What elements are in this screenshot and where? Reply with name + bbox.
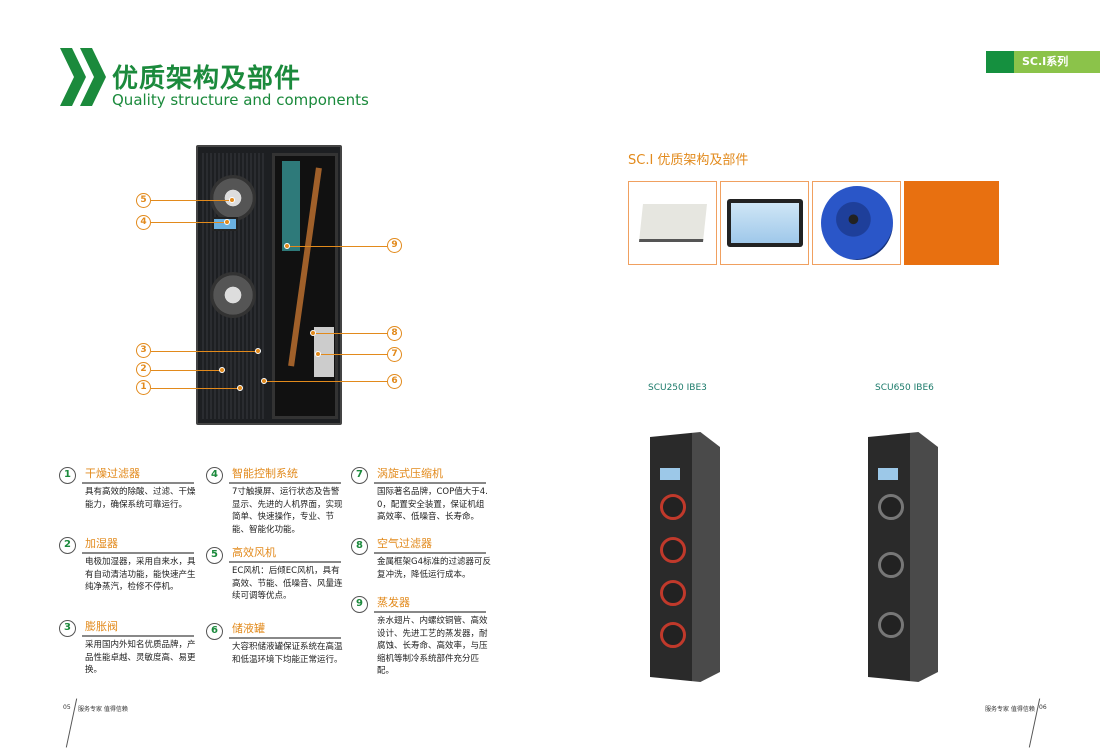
feature-desc: 7寸触摸屏、运行状态及告警显示、先进的人机界面，实现简单、快速操作，专业、节能、…	[232, 487, 343, 535]
feature-title: 干燥过滤器	[85, 467, 140, 480]
feature-desc: 电极加湿器，采用自来水，具有自动清洁功能，能快速产生纯净蒸汽，检修不停机。	[85, 557, 196, 592]
callout-2: 2	[136, 362, 151, 377]
feature-number: 4	[206, 467, 223, 484]
feature-title: 加湿器	[85, 537, 118, 550]
feature-desc: 具有高效的除酸、过滤、干燥能力，确保系统可靠运行。	[85, 487, 196, 510]
feature-desc: 采用国内外知名优质品牌，产品性能卓越、灵敏度高、易更换。	[85, 640, 196, 675]
chevron-logo-icon	[60, 48, 106, 106]
callout-7: 7	[387, 347, 402, 362]
product-label: SCU250 IBE3	[648, 383, 707, 393]
product-label: SCU650 IBE6	[875, 383, 934, 393]
feature-desc: 国际著名品牌，COP值大于4.0，配置安全装置，保证机组高效率、低噪音、长寿命。	[377, 487, 488, 522]
feature-number: 1	[59, 467, 76, 484]
product-image-scu250	[650, 432, 720, 682]
page-number-right: 06	[1039, 704, 1047, 711]
callout-9: 9	[387, 238, 402, 253]
controller-box-image	[628, 181, 717, 265]
feature-title: 涡旋式压缩机	[377, 467, 443, 480]
section-title: SC.I 优质架构及部件	[628, 153, 749, 168]
product-image-scu650	[868, 432, 938, 682]
feature-title: 蒸发器	[377, 596, 410, 609]
feature-title: 智能控制系统	[232, 467, 298, 480]
feature-number: 3	[59, 620, 76, 637]
page-subtitle: Quality structure and components	[112, 91, 369, 109]
cabinet-cutaway-image	[196, 145, 342, 425]
feature-title: 膨胀阀	[85, 620, 118, 633]
callout-4: 4	[136, 215, 151, 230]
feature-number: 9	[351, 596, 368, 613]
page-number-left: 05	[63, 704, 71, 711]
feature-number: 8	[351, 538, 368, 555]
orange-block	[904, 181, 999, 265]
feature-desc: EC风机：后倾EC风机，具有高效、节能、低噪音、风量连续可调等优点。	[232, 566, 343, 601]
series-badge-label: SC.I系列	[1022, 55, 1069, 68]
ec-fan-image	[812, 181, 901, 265]
callout-8: 8	[387, 326, 402, 341]
feature-desc: 金属框架G4标准的过滤器可反复冲洗，降低运行成本。	[377, 557, 491, 580]
callout-1: 1	[136, 380, 151, 395]
feature-title: 高效风机	[232, 546, 276, 559]
feature-title: 储液罐	[232, 622, 265, 635]
page-title: 优质架构及部件	[112, 64, 302, 94]
feature-number: 5	[206, 547, 223, 564]
footer-slogan-left: 服务专家 值得信赖	[78, 706, 128, 713]
callout-6: 6	[387, 374, 402, 389]
feature-number: 6	[206, 623, 223, 640]
callout-3: 3	[136, 343, 151, 358]
feature-number: 2	[59, 537, 76, 554]
feature-number: 7	[351, 467, 368, 484]
footer-slogan-right: 服务专家 值得信赖	[985, 706, 1035, 713]
feature-desc: 亲水翅片、内螺纹铜管、高效设计、先进工艺的蒸发器，耐腐蚀、长寿命、高效率，与压缩…	[377, 616, 488, 676]
feature-title: 空气过滤器	[377, 537, 432, 550]
touchscreen-image	[720, 181, 809, 265]
callout-5: 5	[136, 193, 151, 208]
series-badge: SC.I系列	[986, 51, 1100, 73]
feature-desc: 大容积储液罐保证系统在高温和低温环境下均能正常运行。	[232, 642, 343, 665]
